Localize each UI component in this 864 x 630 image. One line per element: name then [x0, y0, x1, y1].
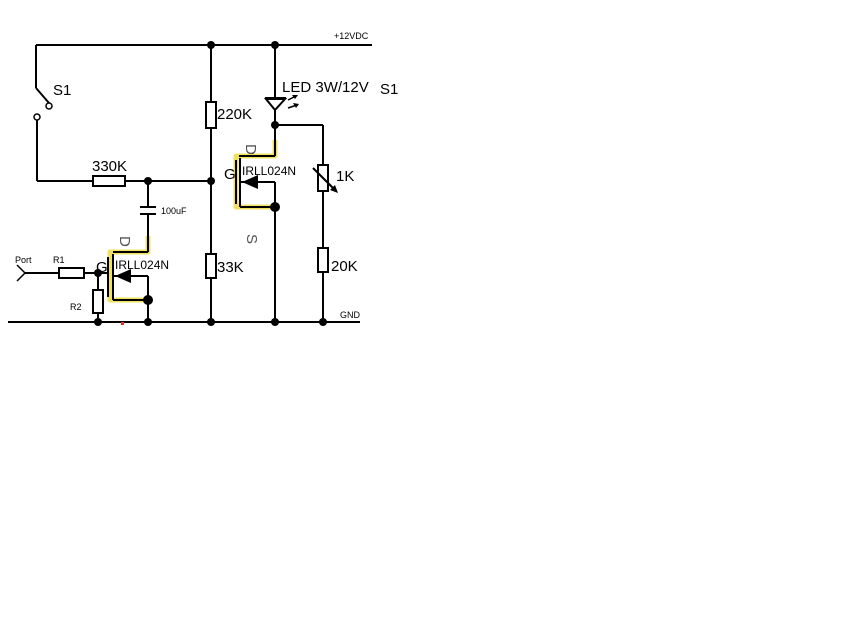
input-port-arrow	[16, 264, 27, 282]
resistor-220k-label: 220K	[217, 106, 252, 123]
left-mosfet-drain-label: D	[116, 236, 133, 247]
ground-rail-label: GND	[340, 310, 361, 320]
ground-marker	[121, 322, 124, 325]
resistor-330k	[92, 175, 126, 187]
led-light-arrows	[287, 95, 299, 109]
switch-label: S1	[53, 82, 71, 99]
ground-node-3	[207, 318, 215, 326]
capacitor-label: 100uF	[161, 206, 187, 216]
resistor-r1-label: R1	[53, 255, 65, 265]
resistor-330k-label: 330K	[92, 158, 127, 175]
left-mosfet-arrow	[115, 269, 131, 283]
resistor-r1	[58, 267, 85, 279]
pot-arrow-head	[330, 185, 338, 193]
led-label: LED 3W/12V	[282, 79, 369, 96]
resistor-220k	[205, 101, 217, 129]
resistor-33k	[205, 253, 217, 279]
switch-blade	[35, 87, 50, 104]
right-mosfet-gate-label: G	[224, 166, 236, 183]
resistor-r2-label: R2	[70, 302, 82, 312]
ground-node-2	[144, 318, 152, 326]
right-mosfet-arrow	[242, 175, 258, 189]
right-mosfet-drain-label: D	[242, 144, 259, 155]
ground-node-4	[271, 318, 279, 326]
pot-arrow-line	[312, 167, 336, 191]
potentiometer-1k-label: 1K	[336, 168, 354, 185]
switch-contact-upper	[45, 102, 53, 110]
supply-rail-label: +12VDC	[334, 31, 369, 41]
ground-node-5	[319, 318, 327, 326]
right-mosfet-source-node	[270, 202, 280, 212]
resistor-33k-label: 33K	[217, 259, 244, 276]
right-mosfet-source-label: S	[243, 234, 260, 244]
right-mosfet-part-label: IRLL024N	[242, 164, 296, 178]
left-mosfet-source-node	[143, 295, 153, 305]
resistor-r2	[92, 289, 104, 314]
left-mosfet-part-label: IRLL024N	[115, 258, 169, 272]
ground-node-1	[94, 318, 102, 326]
led-secondary-label: S1	[380, 81, 398, 98]
switch-contact-lower	[33, 113, 41, 121]
resistor-20k	[317, 247, 329, 273]
led-triangle	[263, 98, 288, 112]
left-mosfet-gate-label: G	[96, 259, 108, 276]
input-port-label: Port	[15, 255, 32, 265]
resistor-20k-label: 20K	[331, 258, 358, 275]
